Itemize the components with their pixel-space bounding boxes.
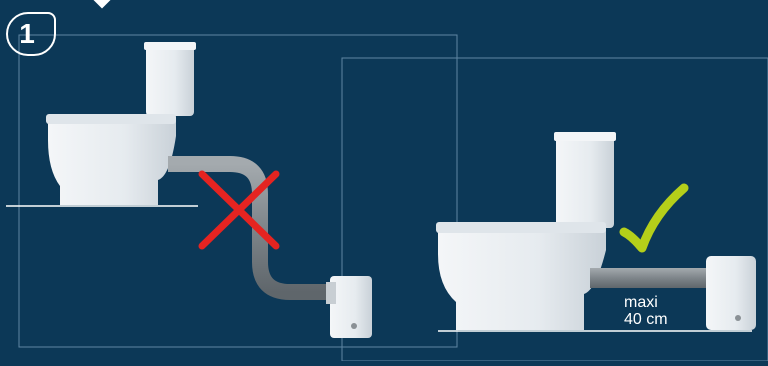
toilet-seat	[436, 222, 606, 233]
max-label-line2: 40 cm	[624, 311, 668, 328]
toilet-right	[436, 132, 616, 330]
toilet-left	[46, 42, 196, 205]
toilet-tank	[146, 44, 194, 116]
toilet-seat	[46, 114, 176, 124]
max-label-line1: maxi	[624, 294, 668, 311]
toilet-bowl	[438, 230, 606, 330]
toilet-tank	[556, 136, 614, 228]
step-number: 1	[19, 18, 35, 50]
short-pipe	[590, 268, 706, 288]
max-distance-label: maxi 40 cm	[624, 294, 668, 328]
toilet-bowl	[48, 120, 176, 205]
macerator-right	[706, 256, 756, 330]
step-number-badge: 1	[6, 12, 56, 56]
check-mark-icon	[624, 188, 684, 248]
macerator-left	[326, 276, 372, 338]
